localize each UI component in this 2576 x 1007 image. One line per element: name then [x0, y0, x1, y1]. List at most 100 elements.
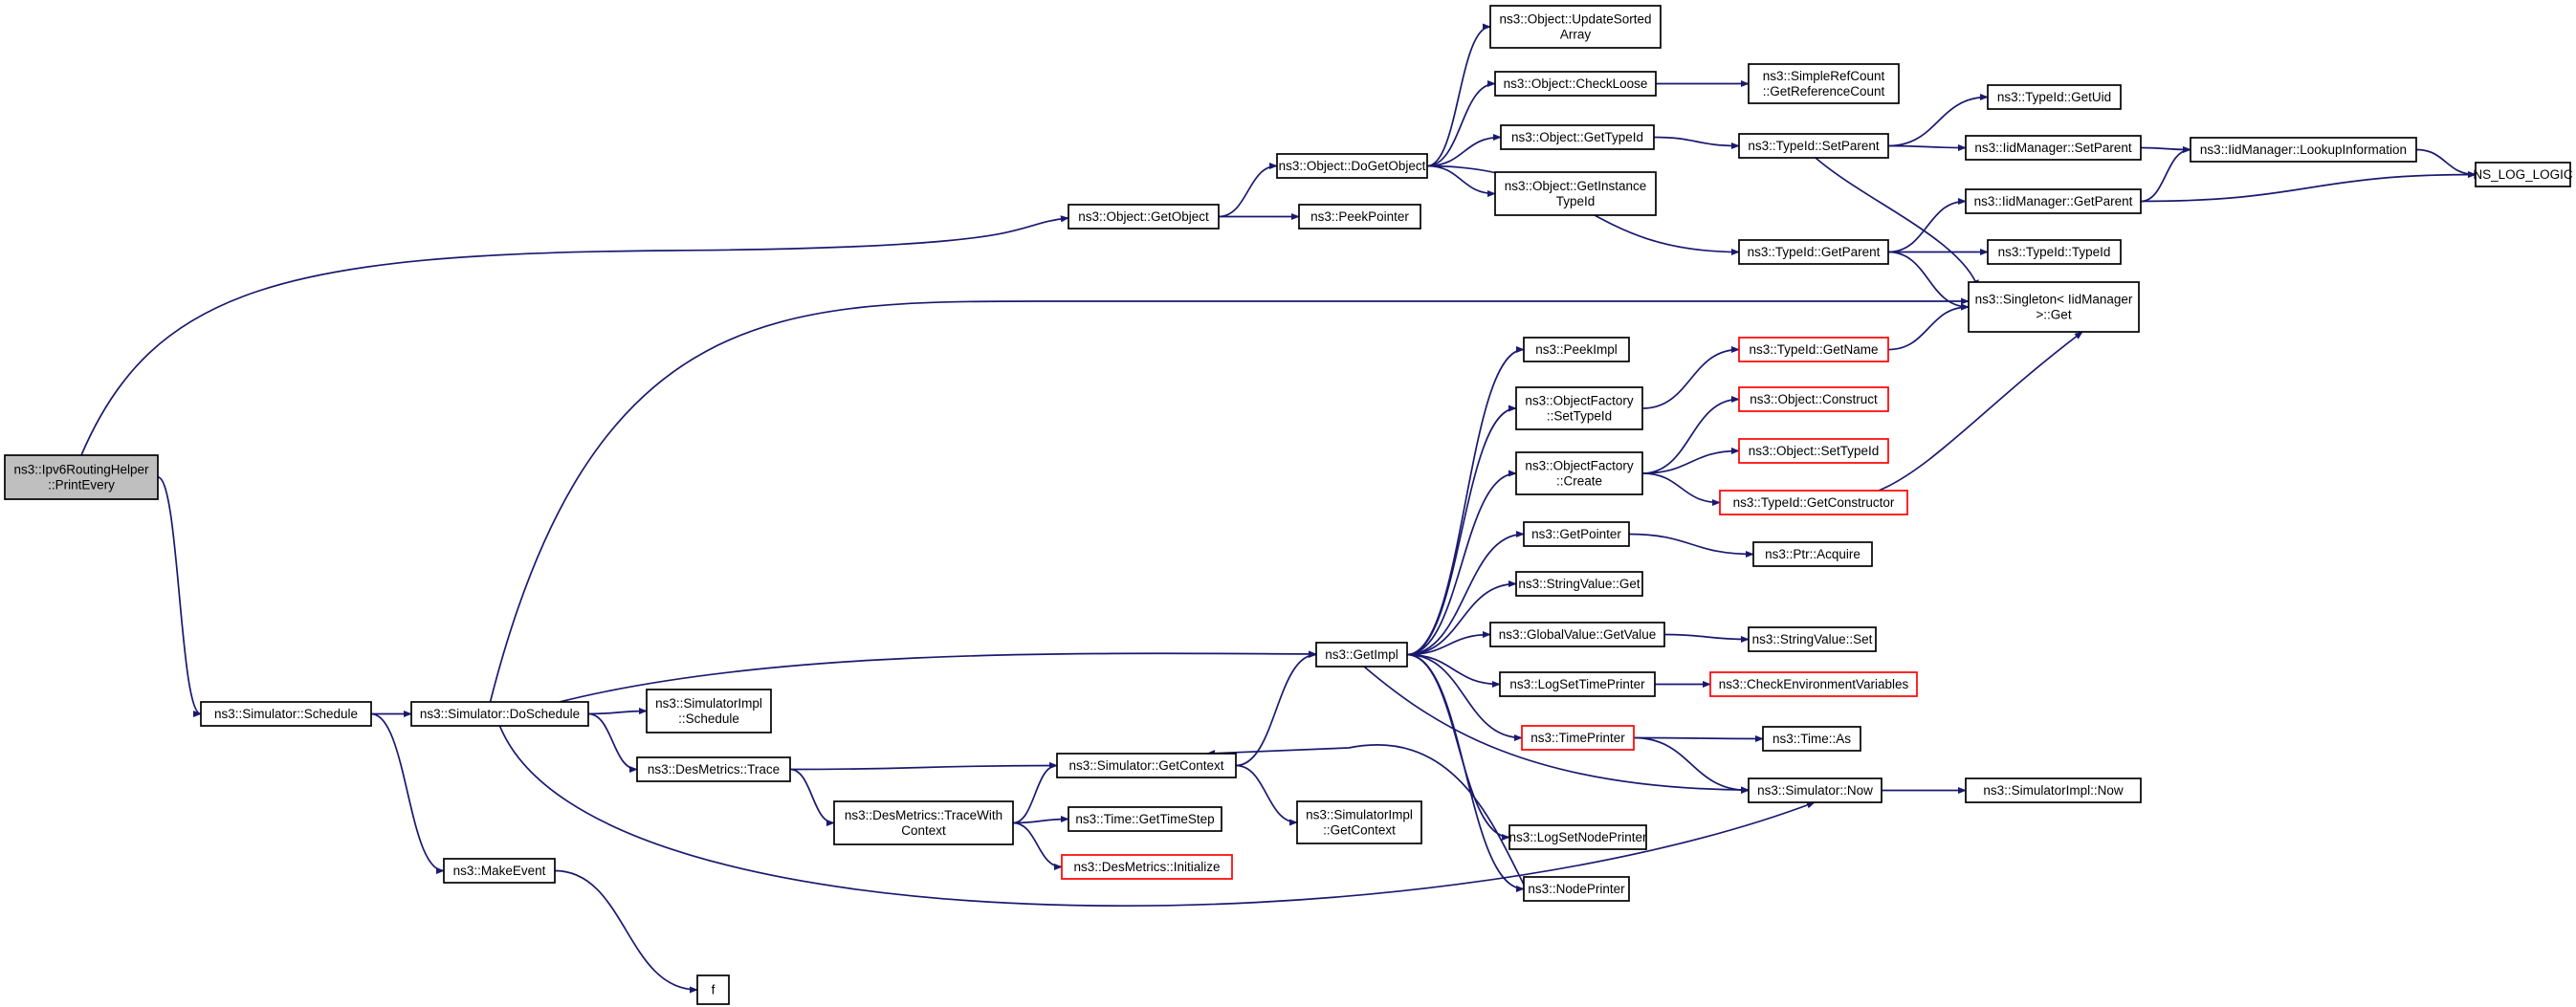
edge-iid_getparent-to-ns_log_logic: [2140, 170, 2477, 203]
node-peekimpl[interactable]: ns3::PeekImpl: [1523, 337, 1630, 362]
node-timeprinter[interactable]: ns3::TimePrinter: [1521, 725, 1635, 751]
edge-typeid_setparent-to-singleton_get: [1815, 157, 1979, 289]
node-desmetrics-init[interactable]: ns3::DesMetrics::Initialize: [1061, 854, 1233, 880]
node-peekpointer[interactable]: ns3::PeekPointer: [1298, 204, 1421, 230]
node-label: ::GetContext: [1323, 823, 1396, 838]
node-dogetobject[interactable]: ns3::Object::DoGetObject: [1276, 153, 1428, 179]
node-time-as[interactable]: ns3::Time::As: [1762, 726, 1861, 752]
node-schedule[interactable]: ns3::Simulator::Schedule: [200, 701, 372, 727]
node-label: NS_LOG_LOGIC: [2473, 167, 2573, 182]
node-simimpl-getcontext[interactable]: ns3::SimulatorImpl::GetContext: [1296, 800, 1422, 844]
edge-timeprinter-to-time_as: [1633, 734, 1764, 743]
node-iid-getparent[interactable]: ns3::IidManager::GetParent: [1965, 188, 2142, 214]
node-stringvalue-set[interactable]: ns3::StringValue::Set: [1748, 626, 1877, 652]
node-getrefcount[interactable]: ns3::SimpleRefCount::GetReferenceCount: [1748, 63, 1900, 104]
node-getimpl[interactable]: ns3::GetImpl: [1315, 642, 1408, 668]
node-box: [1523, 521, 1630, 547]
node-doschedule[interactable]: ns3::Simulator::DoSchedule: [410, 701, 589, 727]
node-label: ns3::TypeId::TypeId: [1998, 245, 2111, 259]
node-getpointer[interactable]: ns3::GetPointer: [1523, 521, 1630, 547]
function-nodes: ns3::Ipv6RoutingHelper::PrintEvery ns3::O…: [4, 5, 2573, 1005]
node-box: [1508, 824, 1647, 850]
node-box: [1494, 171, 1657, 216]
edge-object_gettypeid-to-typeid_setparent: [1653, 136, 1740, 150]
edge-doschedule-to-singleton_get: [489, 297, 1970, 703]
node-label: >::Get: [2036, 308, 2071, 322]
node-typeid-getconstructor[interactable]: ns3::TypeId::GetConstructor: [1719, 490, 1908, 515]
node-label: ns3::MakeEvent: [453, 864, 546, 878]
node-stringvalue-get[interactable]: ns3::StringValue::Get: [1515, 571, 1643, 597]
node-checkenv[interactable]: ns3::CheckEnvironmentVariables: [1709, 671, 1918, 697]
node-simimpl-schedule[interactable]: ns3::SimulatorImpl::Schedule: [646, 689, 772, 733]
node-simulator-now[interactable]: ns3::Simulator::Now: [1748, 777, 1882, 803]
node-getobject[interactable]: ns3::Object::GetObject: [1068, 204, 1220, 230]
edge-getimpl-to-timeprinter: [1406, 653, 1523, 742]
node-label: ns3::DesMetrics::Trace: [648, 762, 780, 777]
node-box: [1515, 571, 1643, 597]
node-getcontext[interactable]: ns3::Simulator::GetContext: [1056, 753, 1237, 778]
node-box: [1276, 153, 1428, 179]
node-label: ns3::StringValue::Get: [1518, 577, 1640, 591]
edge-desmetrics_trace-to-tracewithcontext: [789, 768, 835, 827]
node-label: ns3::IidManager::LookupInformation: [2200, 142, 2407, 157]
node-object-construct[interactable]: ns3::Object::Construct: [1738, 386, 1889, 412]
node-label: ns3::TypeId::GetParent: [1748, 245, 1881, 259]
node-box: [1056, 753, 1237, 778]
edge-timeprinter-to-simulator_now: [1633, 736, 1750, 795]
node-iid-setparent[interactable]: ns3::IidManager::SetParent: [1965, 135, 2142, 161]
node-lookupinfo[interactable]: ns3::IidManager::LookupInformation: [2190, 137, 2417, 163]
node-label: ns3::Simulator::GetContext: [1068, 758, 1223, 773]
node-label: ns3::SimulatorImpl: [1306, 808, 1413, 822]
node-typeid-typeid[interactable]: ns3::TypeId::TypeId: [1987, 239, 2122, 265]
edge-typeid_setparent-to-typeid_getuid: [1887, 93, 1989, 147]
node-typeid-getuid[interactable]: ns3::TypeId::GetUid: [1987, 84, 2122, 110]
node-label: ns3::Simulator::Now: [1757, 783, 1873, 798]
node-of-create[interactable]: ns3::ObjectFactory::Create: [1515, 451, 1643, 495]
node-logsetnodeprinter[interactable]: ns3::LogSetNodePrinter: [1508, 824, 1647, 850]
node-checkloose[interactable]: ns3::Object::CheckLoose: [1494, 71, 1657, 97]
node-label: ns3::Object::DoGetObject: [1279, 159, 1426, 173]
node-label: ::GetReferenceCount: [1763, 84, 1885, 99]
node-label: Context: [901, 823, 946, 838]
node-gettimestep[interactable]: ns3::Time::GetTimeStep: [1068, 806, 1222, 832]
node-singleton-get[interactable]: ns3::Singleton< IidManager >::Get: [1968, 281, 2140, 333]
node-makeevent[interactable]: ns3::MakeEvent: [443, 858, 556, 884]
node-box: [1965, 777, 2142, 803]
edge-desmetrics_trace-to-getcontext: [789, 761, 1058, 771]
node-desmetrics-trace[interactable]: ns3::DesMetrics::Trace: [636, 756, 791, 782]
edge-getpointer-to-ptr_acquire: [1628, 533, 1754, 558]
node-ns-log-logic[interactable]: NS_LOG_LOGIC: [2473, 162, 2573, 187]
node-label: ns3::SimpleRefCount: [1763, 69, 1885, 83]
node-typeid-setparent[interactable]: ns3::TypeId::SetParent: [1738, 133, 1889, 159]
edge-globalvalue_getvalue-to-stringvalue_set: [1663, 633, 1750, 644]
node-printevery[interactable]: ns3::Ipv6RoutingHelper::PrintEvery: [4, 454, 159, 500]
node-label: ns3::StringValue::Set: [1752, 632, 1873, 646]
node-nodeprinter[interactable]: ns3::NodePrinter: [1523, 876, 1630, 902]
node-label: ns3::Object::Construct: [1750, 392, 1878, 406]
node-globalvalue-getvalue[interactable]: ns3::GlobalValue::GetValue: [1489, 622, 1665, 647]
node-f[interactable]: f: [696, 974, 730, 1005]
node-box: [4, 454, 159, 500]
node-label: ns3::TimePrinter: [1530, 731, 1625, 745]
node-object-gettypeid[interactable]: ns3::Object::GetTypeId: [1500, 124, 1655, 150]
node-logsettimeprinter[interactable]: ns3::LogSetTimePrinter: [1499, 671, 1656, 697]
node-typeid-getname[interactable]: ns3::TypeId::GetName: [1738, 337, 1889, 362]
edge-getimpl-to-globalvalue_getvalue: [1406, 630, 1491, 656]
node-simimpl-now[interactable]: ns3::SimulatorImpl::Now: [1965, 777, 2142, 803]
node-box: [1968, 281, 2140, 333]
node-typeid-getparent[interactable]: ns3::TypeId::GetParent: [1738, 239, 1889, 265]
node-box: [1499, 671, 1656, 697]
node-label: ns3::Object::GetTypeId: [1511, 130, 1643, 144]
edge-simulator_now-to-getimpl: [1363, 666, 1750, 794]
edge-printevery-to-schedule: [157, 476, 202, 718]
node-box: [646, 689, 772, 733]
node-label: ns3::SimulatorImpl::Now: [1983, 783, 2124, 798]
node-ptr-acquire[interactable]: ns3::Ptr::Acquire: [1752, 541, 1873, 567]
node-box: [636, 756, 791, 782]
node-label: ns3::GetImpl: [1325, 647, 1398, 662]
node-of-settypeid[interactable]: ns3::ObjectFactory::SetTypeId: [1515, 386, 1643, 430]
node-object-settypeid[interactable]: ns3::Object::SetTypeId: [1738, 438, 1889, 464]
